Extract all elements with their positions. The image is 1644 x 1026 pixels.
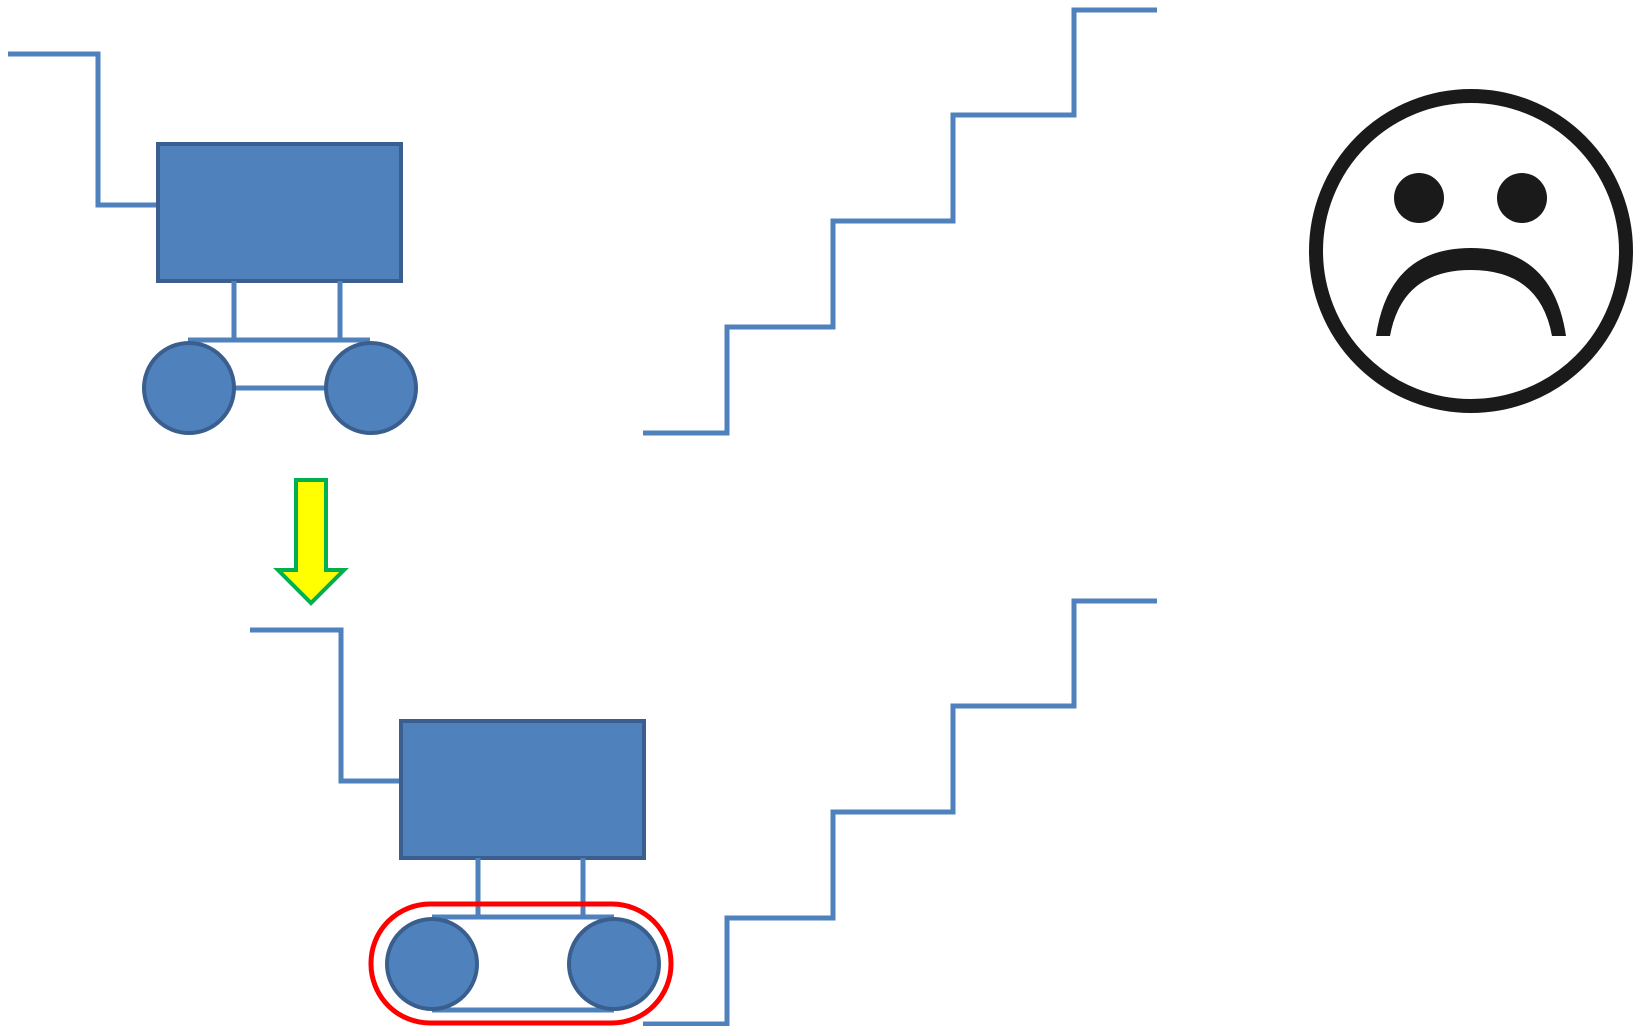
bottom-track-outline	[368, 901, 674, 1026]
bottom-robot-body	[399, 719, 646, 860]
bottom-wheel-left	[385, 917, 479, 1011]
top-scene	[8, 7, 1157, 436]
face-left-eye	[1394, 173, 1444, 223]
face-right-eye	[1497, 173, 1547, 223]
bottom-staircase	[643, 598, 1157, 1026]
top-wheel-right	[324, 341, 418, 435]
top-staircase	[643, 7, 1157, 436]
bottom-left-ledge	[250, 627, 431, 784]
top-robot-body	[156, 142, 403, 283]
bottom-scene	[250, 598, 1157, 1026]
down-arrow-icon	[273, 478, 349, 606]
top-left-ledge	[8, 51, 188, 208]
bottom-wheel-right	[567, 917, 661, 1011]
face-frown	[1376, 248, 1566, 336]
sad-face-icon	[1309, 89, 1633, 413]
top-wheel-left	[142, 341, 236, 435]
down-arrow-shape	[273, 478, 349, 606]
